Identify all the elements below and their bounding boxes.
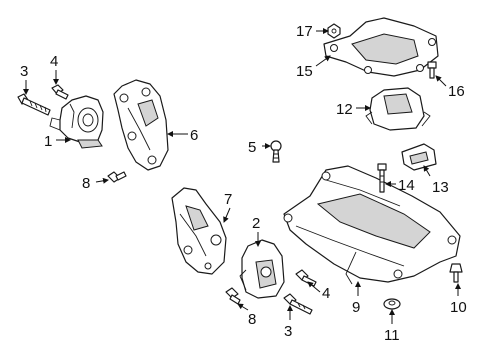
small-bracket bbox=[401, 143, 437, 171]
callout-3-upper: 3 bbox=[20, 63, 28, 80]
leader-8b bbox=[237, 303, 249, 311]
callout-17: 17 bbox=[296, 23, 313, 40]
long-bolt-lower bbox=[283, 293, 313, 315]
leader-4b bbox=[307, 281, 321, 293]
callout-4-upper: 4 bbox=[50, 53, 58, 70]
top-nut bbox=[327, 23, 341, 39]
long-bolt-upper bbox=[17, 93, 51, 116]
callout-12: 12 bbox=[336, 101, 353, 118]
center-bolt bbox=[270, 140, 282, 163]
callout-13: 13 bbox=[432, 179, 449, 196]
small-bolt-middle bbox=[107, 171, 127, 183]
callout-11: 11 bbox=[384, 327, 400, 344]
subframe-bolt bbox=[449, 263, 463, 283]
callout-14: 14 bbox=[398, 177, 415, 194]
mount-bracket-middle bbox=[171, 187, 227, 275]
short-bolt-lower bbox=[295, 269, 317, 287]
upper-transmission-mount bbox=[365, 87, 431, 131]
subframe bbox=[283, 165, 461, 285]
callout-2: 2 bbox=[252, 215, 260, 232]
short-bolt-upper bbox=[51, 84, 69, 100]
leader-15 bbox=[315, 55, 331, 67]
callout-6: 6 bbox=[190, 127, 198, 144]
callout-8-lower: 8 bbox=[248, 311, 256, 328]
leader-13 bbox=[423, 165, 431, 177]
callout-3-lower: 3 bbox=[284, 323, 292, 340]
upright-bolt bbox=[377, 163, 387, 193]
mount-bracket-left bbox=[113, 79, 169, 171]
callout-1: 1 bbox=[44, 133, 52, 150]
callout-9: 9 bbox=[352, 299, 360, 316]
washer-nut bbox=[383, 298, 401, 310]
callout-5: 5 bbox=[248, 139, 256, 156]
leader-7 bbox=[223, 207, 231, 223]
engine-mount-left bbox=[49, 95, 104, 149]
transmission-mount bbox=[239, 239, 285, 299]
upper-crossmember bbox=[323, 17, 439, 77]
callout-15: 15 bbox=[296, 63, 313, 80]
leader-16 bbox=[435, 75, 447, 87]
leader-8a bbox=[95, 177, 109, 184]
top-right-bolt bbox=[427, 61, 437, 79]
callout-labels: 1 2 3 3 4 4 5 6 7 8 8 9 10 11 12 13 14 1… bbox=[20, 23, 467, 344]
callout-7: 7 bbox=[224, 191, 232, 208]
callout-16: 16 bbox=[448, 83, 465, 100]
callout-10: 10 bbox=[450, 299, 467, 316]
leader-lines bbox=[23, 28, 461, 324]
callout-4-lower: 4 bbox=[322, 285, 330, 302]
small-bolt-lower bbox=[225, 287, 241, 305]
callout-8-upper: 8 bbox=[82, 175, 90, 192]
